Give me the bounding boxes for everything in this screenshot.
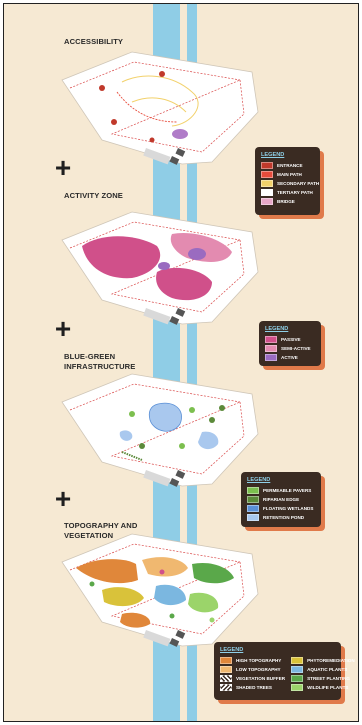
- entrance-swatch: [261, 162, 273, 169]
- plus-icon: +: [54, 313, 72, 344]
- legend-label: PASSIVE: [281, 337, 301, 342]
- active-swatch: [265, 354, 277, 361]
- legend-accessibility: LEGEND ENTRANCE MAIN PATH SECONDARY PATH…: [255, 147, 320, 215]
- legend-label: TERTIARY PATH: [277, 190, 313, 195]
- legend-label: ENTRANCE: [277, 163, 303, 168]
- legend-label: BRIDGE: [277, 199, 295, 204]
- legend-item: SECONDARY PATH: [261, 179, 319, 188]
- legend-label: MAIN PATH: [277, 172, 302, 177]
- map-topography: [61, 533, 259, 648]
- plus-icon: +: [54, 483, 72, 514]
- legend-item: RETENTION POND: [247, 513, 315, 522]
- plus-icon: +: [54, 152, 72, 183]
- phytoremediation-swatch: [291, 657, 304, 664]
- legend-item: SHADED TREES: [220, 683, 285, 692]
- high-topography-swatch: [220, 657, 232, 664]
- legend-item: TERTIARY PATH: [261, 188, 314, 197]
- legend-label: PHYTOREMEDIATION: [307, 658, 355, 663]
- legend-item: PHYTOREMEDIATION: [291, 656, 355, 665]
- permeable-pavers-swatch: [247, 487, 259, 494]
- legend-label: SECONDARY PATH: [277, 181, 320, 186]
- shaded-trees-swatch: [220, 684, 232, 691]
- section-title-topography: TOPOGRAPHY AND VEGETATION: [64, 521, 138, 540]
- legend-item: ENTRANCE: [261, 161, 314, 170]
- legend-label: WILDLIFE PLANTS: [307, 685, 349, 690]
- legend-item: WILDLIFE PLANTS: [291, 683, 355, 692]
- map-bluegreen: [61, 373, 259, 488]
- bridge-swatch: [261, 198, 273, 205]
- legend-activity: LEGEND PASSIVE SEMI-ACTIVE ACTIVE: [259, 321, 321, 366]
- legend-bluegreen: LEGEND PERMEABLE PAVERS RIPARIAN EDGE FL…: [241, 472, 321, 527]
- legend-item: PERMEABLE PAVERS: [247, 486, 315, 495]
- legend-item: VEGETATION BUFFER: [220, 674, 285, 683]
- legend-label: VEGETATION BUFFER: [236, 676, 286, 681]
- secondary-path-swatch: [261, 180, 273, 187]
- legend-item: RIPARIAN EDGE: [247, 495, 315, 504]
- legend-label: STREET PLANTING: [307, 676, 350, 681]
- retention-pond-swatch: [247, 514, 259, 521]
- vegetation-buffer-swatch: [220, 675, 232, 682]
- semi-active-swatch: [265, 345, 277, 352]
- legend-grid: HIGH TOPOGRAPHY PHYTOREMEDIATION LOW TOP…: [220, 656, 355, 692]
- wildlife-plants-swatch: [291, 684, 304, 691]
- legend-label: RETENTION POND: [263, 515, 305, 520]
- legend-item: STREET PLANTING: [291, 674, 355, 683]
- legend-label: FLOATING WETLANDS: [263, 506, 314, 511]
- low-topography-swatch: [220, 666, 232, 673]
- street-planting-swatch: [291, 675, 304, 682]
- legend-label: RIPARIAN EDGE: [263, 497, 300, 502]
- legend-title: LEGEND: [261, 152, 285, 158]
- legend-item: ACTIVE: [265, 353, 315, 362]
- legend-label: SEMI-ACTIVE: [281, 346, 311, 351]
- legend-label: LOW TOPOGRAPHY: [236, 667, 281, 672]
- legend-label: AQUATIC PLANTS: [307, 667, 348, 672]
- section-title-blue-green: BLUE-GREEN INFRASTRUCTURE: [64, 352, 136, 371]
- legend-item: LOW TOPOGRAPHY: [220, 665, 285, 674]
- river-stripe-narrow: [187, 4, 197, 721]
- legend-item: MAIN PATH: [261, 170, 314, 179]
- passive-swatch: [265, 336, 277, 343]
- aquatic-plants-swatch: [291, 666, 304, 673]
- legend-item: SEMI-ACTIVE: [265, 344, 315, 353]
- legend-label: HIGH TOPOGRAPHY: [236, 658, 282, 663]
- legend-title: LEGEND: [265, 326, 289, 332]
- legend-item: PASSIVE: [265, 335, 315, 344]
- poster-frame: ACCESSIBILITY + ACTIVITY ZONE + BLUE-GRE…: [3, 3, 359, 722]
- legend-title: LEGEND: [220, 647, 244, 653]
- map-accessibility: [61, 51, 259, 166]
- floating-wetlands-swatch: [247, 505, 259, 512]
- map-activity: [61, 211, 259, 326]
- section-title-accessibility: ACCESSIBILITY: [64, 37, 124, 46]
- legend-label: PERMEABLE PAVERS: [263, 488, 312, 493]
- legend-item: FLOATING WETLANDS: [247, 504, 315, 513]
- legend-topography: LEGEND HIGH TOPOGRAPHY PHYTOREMEDIATION …: [214, 642, 355, 700]
- legend-title: LEGEND: [247, 477, 271, 483]
- section-title-activity-zone: ACTIVITY ZONE: [64, 191, 123, 200]
- legend-item: HIGH TOPOGRAPHY: [220, 656, 285, 665]
- legend-label: ACTIVE: [281, 355, 298, 360]
- site-maps: [61, 51, 259, 648]
- legend-label: SHADED TREES: [236, 685, 272, 690]
- tertiary-path-swatch: [261, 189, 273, 196]
- legend-item: BRIDGE: [261, 197, 314, 206]
- main-path-swatch: [261, 171, 273, 178]
- legend-item: AQUATIC PLANTS: [291, 665, 355, 674]
- riparian-edge-swatch: [247, 496, 259, 503]
